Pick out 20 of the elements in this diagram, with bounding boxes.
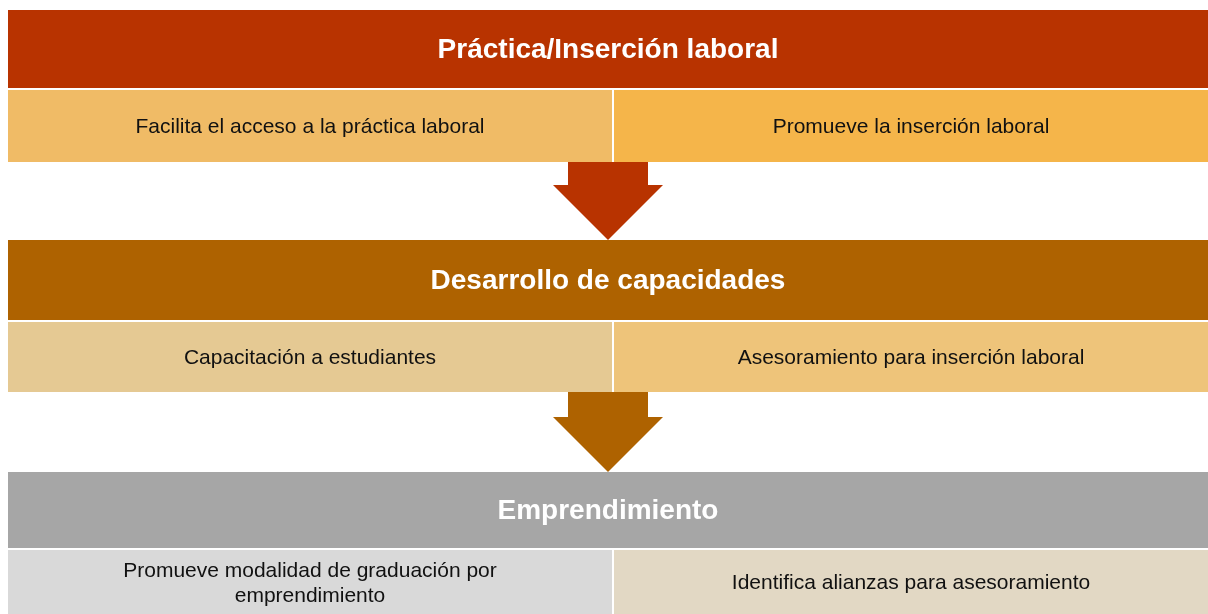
item-text: Promueve modalidad de graduación por emprendimiento	[122, 556, 498, 608]
section-header-band	[8, 240, 1208, 320]
item-text: Promueve la inserción laboral	[772, 113, 1050, 139]
section-title: Desarrollo de capacidades	[430, 264, 786, 296]
section-header-band	[8, 10, 1208, 88]
item-box	[614, 550, 1208, 614]
item-text: Asesoramiento para inserción laboral	[737, 344, 1085, 370]
item-box	[8, 322, 612, 392]
item-box	[8, 90, 612, 162]
item-text: Facilita el acceso a la práctica laboral	[135, 113, 485, 139]
item-text: Identifica alianzas para asesoramiento	[731, 569, 1091, 595]
item-box	[8, 550, 612, 614]
section-header-band	[8, 472, 1208, 548]
block-arrow	[553, 392, 663, 472]
item-box	[614, 90, 1208, 162]
section-title: Práctica/Inserción laboral	[437, 33, 779, 65]
item-text: Capacitación a estudiantes	[183, 344, 437, 370]
item-box	[614, 322, 1208, 392]
block-arrow	[553, 162, 663, 240]
section-title: Emprendimiento	[497, 494, 719, 526]
